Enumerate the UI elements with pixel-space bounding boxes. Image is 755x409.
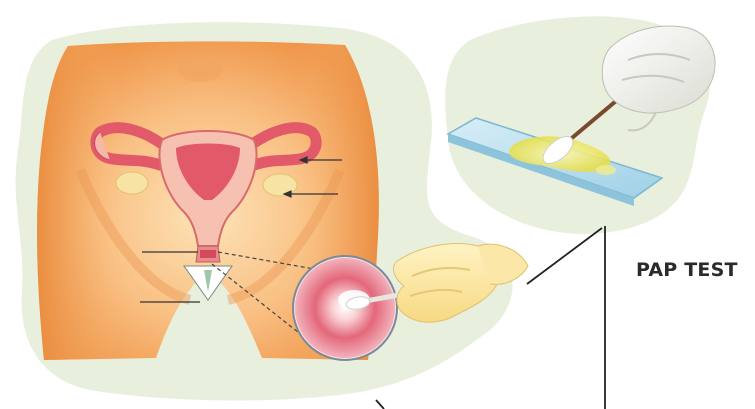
navel	[178, 58, 222, 82]
ovary-right	[263, 174, 297, 196]
ovary-left	[116, 172, 148, 194]
pap-test-caption: PAP TEST	[636, 259, 738, 281]
magnified-cervix	[293, 256, 397, 360]
